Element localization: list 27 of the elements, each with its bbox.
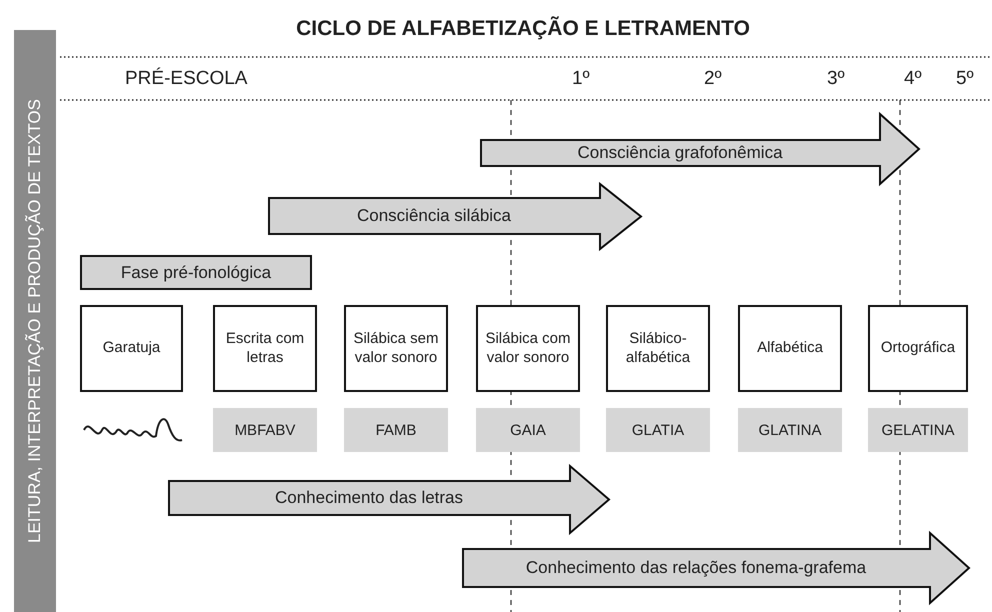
phase-bar: Fase pré-fonológica — [80, 255, 312, 290]
diagram-title: CICLO DE ALFABETIZAÇÃO E LETRAMENTO — [295, 17, 751, 41]
example-word: GELATINA — [868, 408, 968, 452]
school-year: 3º — [827, 68, 845, 90]
example-word: GLATIA — [606, 408, 710, 452]
stage-box: Alfabética — [738, 305, 842, 392]
example-word: FAMB — [344, 408, 448, 452]
stage-box: Silábica sem valor sonoro — [344, 305, 448, 392]
example-word: GLATINA — [738, 408, 842, 452]
arrow-label: Consciência grafofonêmica — [576, 142, 784, 164]
stage-box: Silábica com valor sonoro — [476, 305, 580, 392]
stage-box: Ortográfica — [868, 305, 968, 392]
arrow-label: Consciência silábica — [356, 205, 512, 227]
side-band — [14, 30, 56, 612]
stage-box: Garatuja — [80, 305, 183, 392]
example-word: GAIA — [476, 408, 580, 452]
example-word: MBFABV — [213, 408, 317, 452]
school-year: 5º — [956, 68, 974, 90]
arrow-label: Conhecimento das relações fonema-grafema — [524, 557, 868, 579]
stage-box: Silábico-alfabética — [606, 305, 710, 392]
side-band-label: LEITURA, INTERPRETAÇÃO E PRODUÇÃO DE TEXTOS — [25, 99, 45, 543]
school-year: 2º — [704, 68, 722, 90]
stage-box: Escrita com letras — [213, 305, 317, 392]
school-year: 4º — [904, 68, 922, 90]
arrow-label: Conhecimento das letras — [274, 487, 464, 509]
school-year: 1º — [572, 68, 590, 90]
stage-heading: PRÉ-ESCOLA — [125, 68, 248, 90]
